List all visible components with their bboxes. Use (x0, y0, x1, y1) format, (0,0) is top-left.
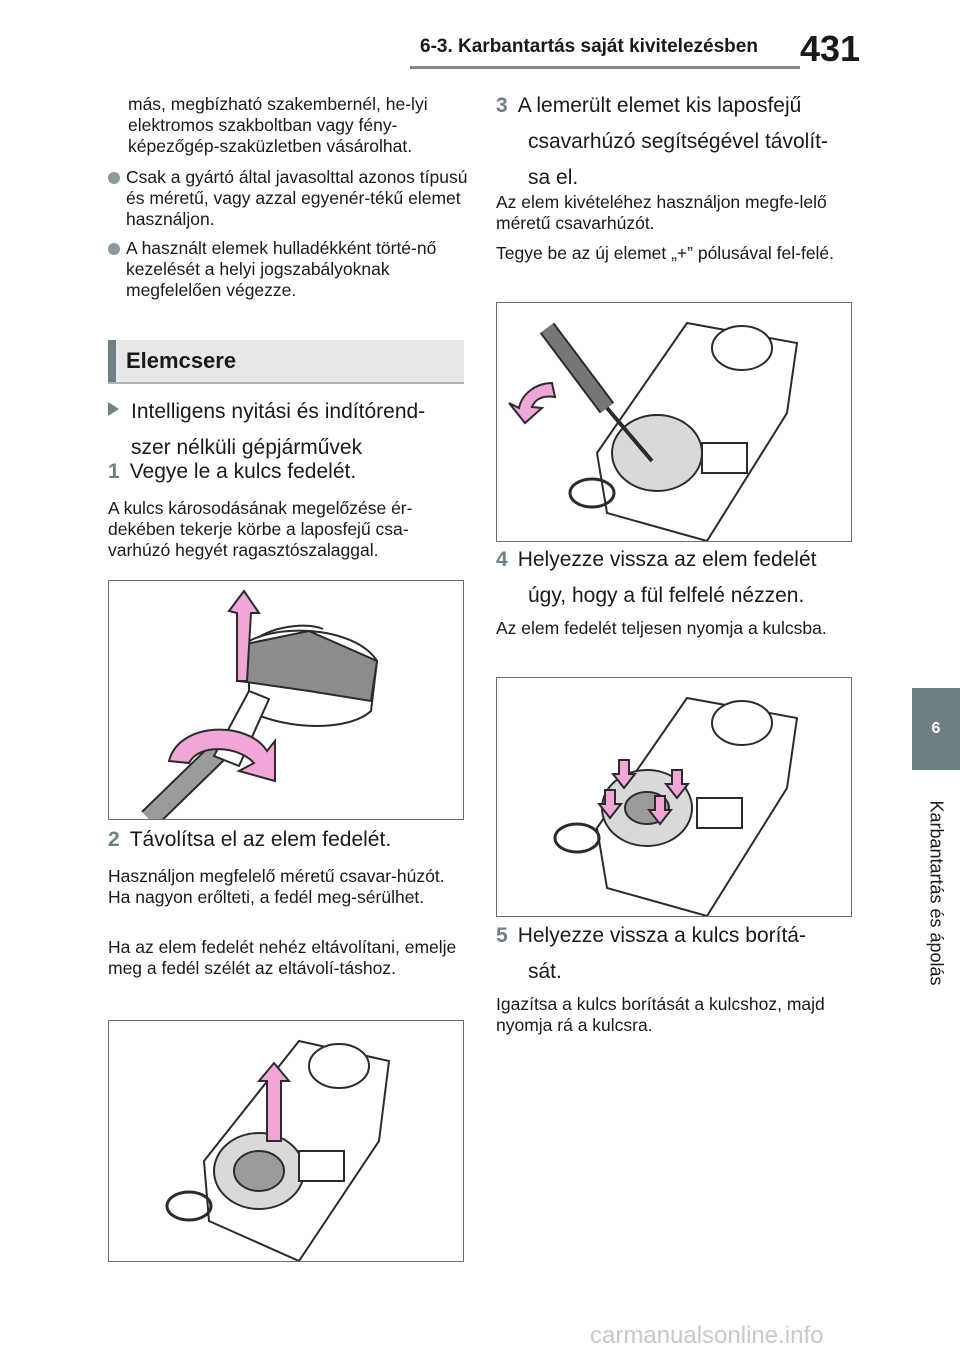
bullet-list: Csak a gyártó által javasolttal azonos t… (108, 167, 468, 301)
figure-remove-battery-cover (108, 1020, 464, 1262)
bullet-icon (108, 243, 120, 255)
header-divider (410, 66, 800, 69)
section-title: Elemcsere (126, 348, 237, 373)
cover-replacement-illustration (553, 696, 799, 916)
chapter-side-label: Karbantartás és ápolás (926, 800, 947, 986)
chapter-title: 6-3. Karbantartás saját kivitelezésben (420, 36, 758, 57)
battery-cover-illustration (165, 1039, 391, 1261)
triangle-bullet-icon (108, 402, 119, 416)
bullet-icon (108, 172, 120, 184)
figure-replace-battery-cover (496, 677, 852, 917)
watermark: carmanualsonline.info (590, 1322, 824, 1349)
section-accent (108, 340, 116, 382)
figure-remove-key-cover (108, 580, 464, 820)
chapter-tab-number: 6 (931, 720, 941, 737)
battery-removal-illustration (508, 321, 799, 541)
section-heading: Elemcsere (108, 340, 464, 384)
list-item: A használt elemek hulladékként törté-nő … (108, 238, 468, 301)
vehicle-type-heading: Intelligens nyitási és indítórend- szer … (108, 394, 468, 466)
step-2-note-1: Használjon megfelelő méretű csavar-húzót… (108, 866, 445, 907)
step-3-note-2: Tegye be az új elemet „+” pólusával fel-… (496, 243, 835, 263)
step-2-note-2: Ha az elem fedelét nehéz eltávolítani, e… (108, 937, 457, 978)
step-4-note: Az elem fedelét teljesen nyomja a kulcsb… (496, 618, 827, 638)
step-1-note: A kulcs károsodásának megelőzése ér-deké… (108, 498, 413, 560)
chapter-tab[interactable]: 6 (912, 688, 960, 770)
figure-remove-battery (496, 302, 852, 542)
list-item: Csak a gyártó által javasolttal azonos t… (108, 167, 468, 230)
intro-paragraph: más, megbízható szakembernél, he-lyi ele… (128, 94, 428, 156)
step-5-note: Igazítsa a kulcs borítását a kulcshoz, m… (496, 994, 825, 1035)
page-number: 431 (800, 28, 861, 69)
key-cover-illustration (141, 589, 379, 819)
step-3-note-1: Az elem kivételéhez használjon megfe-lel… (496, 192, 827, 233)
